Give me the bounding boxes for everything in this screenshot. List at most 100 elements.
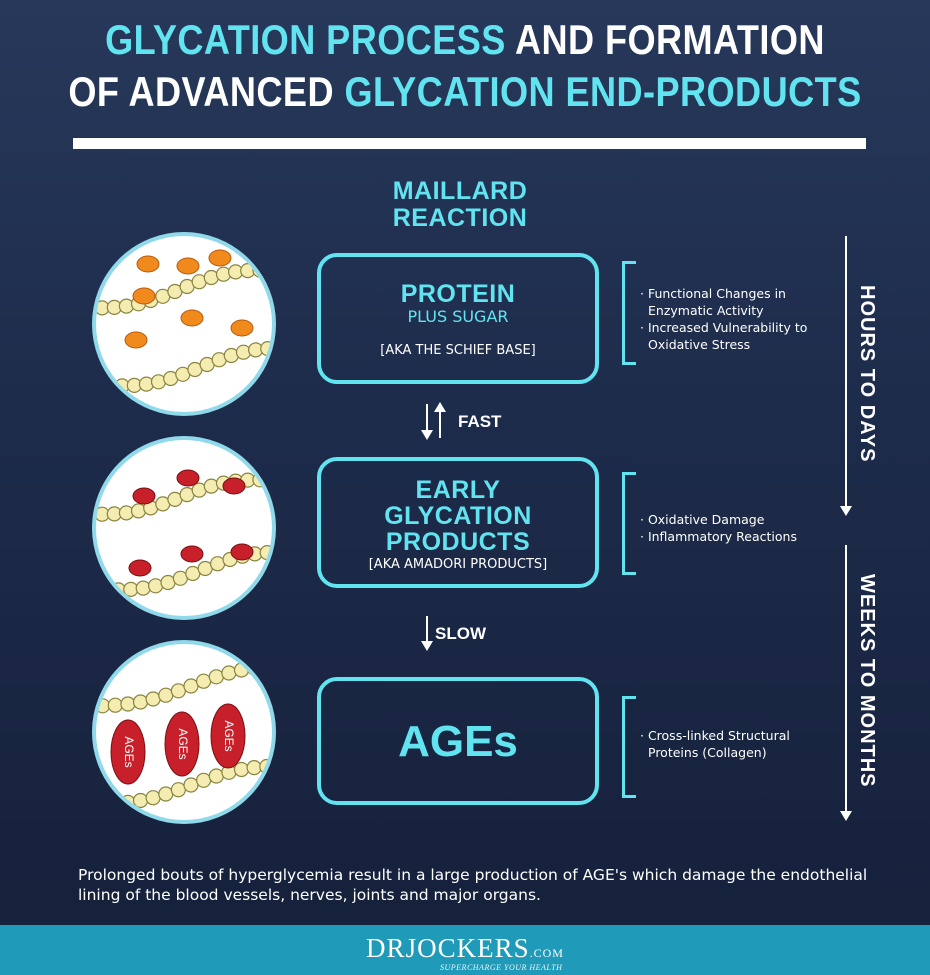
glycated-chain-graphic [96,469,276,598]
protein-stage-box: PROTEIN PLUS SUGAR [AKA THE SCHIEF BASE] [317,253,599,384]
protein-chain-upper [96,472,272,522]
brand-tagline: SUPERCHARGE YOUR HEALTH [440,963,563,972]
protein-title: PROTEIN [400,280,516,308]
crosslinked-chain-graphic: AGEs AGEs AGEs [96,659,272,812]
chain-bead [264,472,272,488]
timeline-lower-label: WEEKS TO MONTHS [856,574,878,788]
maillard-line-2: REACTION [392,204,528,232]
chain-bead [170,683,187,699]
chain-bead [158,687,174,703]
title-divider [73,138,866,149]
chain-bead [273,545,276,559]
timeline-upper-arrow-icon [840,506,852,516]
sugar-molecules [124,249,254,349]
sugar-molecule [230,543,254,561]
maillard-reaction-label: MAILLARD REACTION [330,178,590,232]
crosslink-1: AGEs [110,719,146,785]
chain-bead [120,696,136,712]
protein-subtitle: PLUS SUGAR [407,307,509,326]
effect-item: · Cross-linked Structural Proteins (Coll… [640,728,790,760]
timeline-lower-arrow-icon [840,811,852,821]
protein-aka: [AKA THE SCHIEF BASE] [380,343,536,358]
protein-effects: · Functional Changes in Enzymatic Activi… [640,285,820,353]
effect-item: · Inflammatory Reactions [640,529,797,544]
brand-band: DRJOCKERS.COM SUPERCHARGE YOUR HEALTH [0,925,930,975]
bound-sugar-molecules [128,469,254,577]
title-text-1: AND FORMATION [514,16,825,63]
protein-sugar-illustration [92,232,276,416]
chain-bead [123,581,139,597]
chain-bead [120,794,136,810]
chain-bead [158,786,174,802]
crosslink-3: AGEs [210,703,246,769]
chain-bead [246,660,262,676]
chain-bead [233,662,250,678]
chain-bead [208,669,224,685]
ages-stage-box: AGEs [317,677,599,805]
protein-chain-graphic [96,249,272,394]
protein-chain-lower [102,341,272,394]
chain-bead [246,759,262,776]
chain-bead [259,545,272,561]
sugar-molecule [222,477,246,495]
chain-bead [208,768,224,784]
early-glycation-effects-bracket [622,472,636,575]
brand-logo: DRJOCKERS.COM [366,933,564,964]
title-highlight-1: GLYCATION PROCESS [105,16,506,63]
chain-bead [183,777,199,793]
chain-bead [233,761,250,778]
chain-bead [221,665,237,681]
effect-item: · Functional Changes in Enzymatic Activi… [640,286,786,318]
ages-label-3: AGEs [222,720,236,751]
protein-chain-lower [96,758,272,812]
title-text-2: OF ADVANCED [68,68,334,115]
chain-bead [260,341,272,357]
title-highlight-2: GLYCATION END-PRODUCTS [344,68,862,115]
brand-suffix: .COM [529,946,564,960]
ages-label-1: AGEs [122,736,136,767]
effect-item: · Increased Vulnerability to Oxidative S… [640,320,808,352]
chain-bead [135,580,151,596]
chain-bead [145,691,161,707]
sugar-molecule [132,487,156,505]
sugar-molecule [230,319,254,337]
sugar-molecule [136,255,160,273]
maillard-line-1: MAILLARD [392,177,528,205]
early-glycation-effects: · Oxidative Damage · Inflammatory Reacti… [640,511,820,545]
timeline-upper-line [845,236,847,508]
chain-bead [96,796,111,812]
chain-bead [271,664,272,668]
down-arrow-icon [421,616,433,651]
early-glycation-title-2: GLYCATION [384,502,532,530]
ages-effects-bracket [622,696,636,798]
sugar-molecule [180,545,204,563]
chain-bead [259,758,272,775]
crosslink-2: AGEs [164,711,200,777]
reversible-arrows-icon [421,402,446,440]
early-glycation-aka: [AKA AMADORI PRODUCTS] [368,557,548,572]
chain-bead [132,694,149,710]
timeline-upper-label: HOURS TO DAYS [856,285,878,463]
early-glycation-box: EARLY GLYCATION PRODUCTS [AKA AMADORI PR… [317,457,599,588]
ages-effects: · Cross-linked Structural Proteins (Coll… [640,727,810,761]
chain-bead [195,673,212,689]
early-glycation-title-3: PRODUCTS [385,528,531,556]
timeline-lower-line [845,545,847,813]
brand-dr: DR [366,933,406,963]
effect-item: · Oxidative Damage [640,512,765,527]
early-glycation-title-1: EARLY [415,476,501,504]
summary-text: Prolonged bouts of hyperglycemia result … [78,866,868,904]
chain-bead [145,790,161,806]
sugar-molecule [176,257,200,275]
chain-bead [147,578,164,594]
sugar-molecule [208,249,232,267]
sugar-molecule [124,331,148,349]
sugar-molecule [180,309,204,327]
chain-bead [96,698,111,714]
chain-bead [170,782,187,798]
slow-label: SLOW [435,624,486,643]
sugar-molecule [176,469,200,487]
chain-bead [107,795,123,812]
chain-bead [107,697,123,713]
ages-label-2: AGEs [176,728,190,759]
